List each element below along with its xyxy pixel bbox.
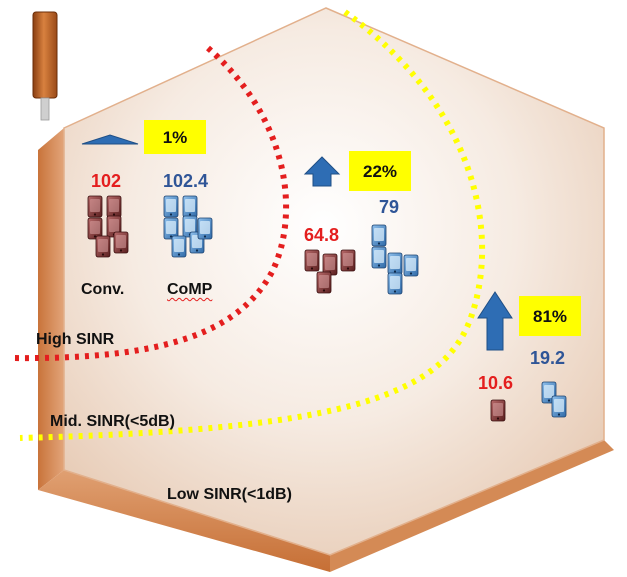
mid-sinr-label: Mid. SINR(<5dB) bbox=[50, 413, 175, 430]
mid-comp-value: 79 bbox=[379, 197, 400, 217]
cell-edge-bottom bbox=[38, 470, 330, 572]
up-arrow-icon bbox=[303, 156, 341, 187]
low-sinr-label: Low SINR(<1dB) bbox=[167, 486, 292, 503]
cell-edge-bottom-right bbox=[330, 440, 614, 572]
high-sinr-label: High SINR bbox=[36, 331, 115, 348]
mid-conv-value: 64.8 bbox=[304, 225, 340, 245]
low-gain-badge: 81% bbox=[519, 296, 581, 336]
antenna-pole-icon bbox=[32, 11, 58, 121]
cell-edge-left bbox=[38, 128, 64, 490]
conv-label: Conv. bbox=[81, 281, 125, 298]
up-arrow-icon bbox=[81, 134, 139, 145]
up-arrow-icon bbox=[477, 291, 513, 351]
mid-sinr-boundary bbox=[19, 9, 486, 441]
mid-gain-badge: 22% bbox=[349, 151, 411, 191]
phone-cluster-red-icon bbox=[490, 399, 506, 422]
high-comp-value: 102.4 bbox=[163, 171, 209, 191]
high-conv-value: 102 bbox=[91, 171, 122, 191]
comp-label: CoMP bbox=[167, 281, 213, 298]
low-comp-value: 19.2 bbox=[530, 348, 566, 368]
high-gain-badge: 1% bbox=[144, 120, 206, 154]
cell-face bbox=[63, 7, 605, 556]
low-conv-value: 10.6 bbox=[478, 373, 514, 393]
